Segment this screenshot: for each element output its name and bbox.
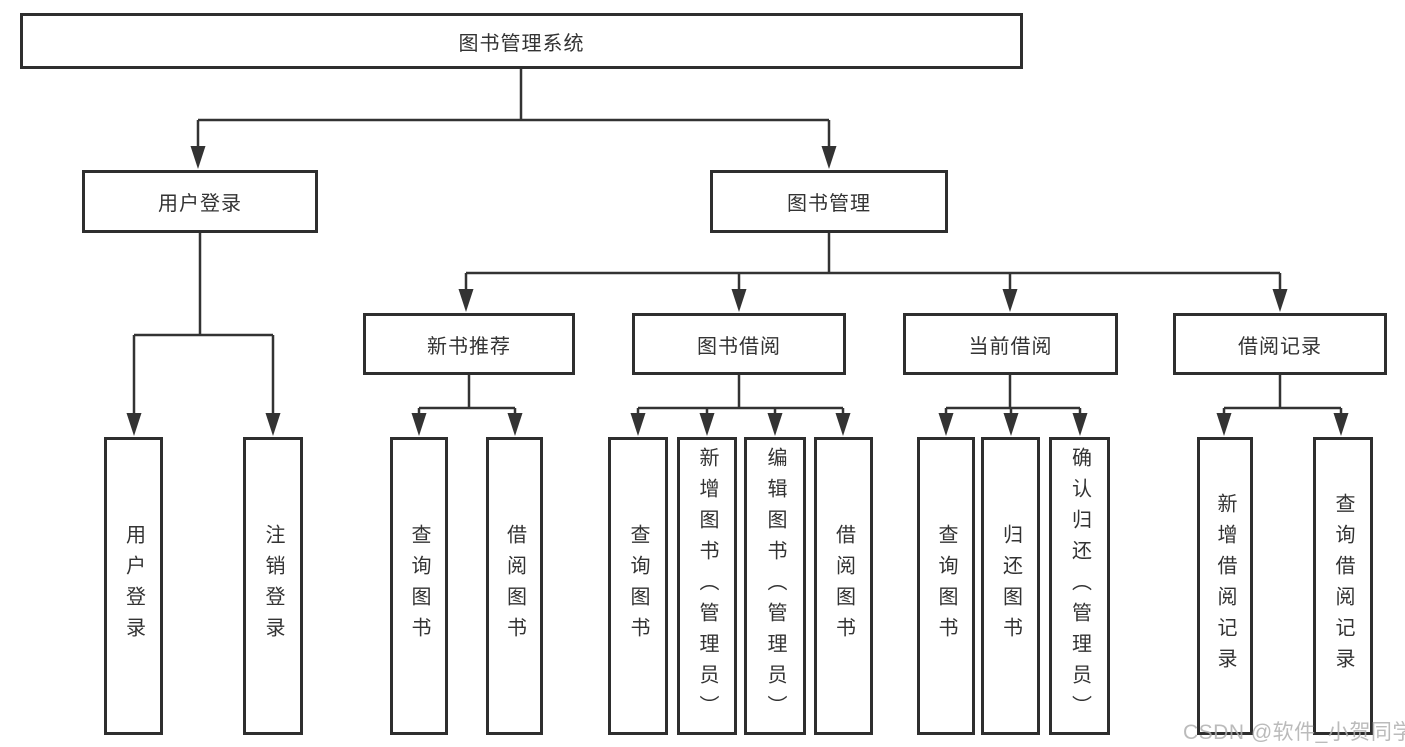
arrowheads xyxy=(126,146,1349,436)
leaf-borrow-books-label: 借阅图书 xyxy=(832,524,855,648)
node-borrow-records-label: 借阅记录 xyxy=(1238,335,1322,358)
leaf-edit-books-admin: 编辑图书（管理员） xyxy=(744,437,806,735)
leaf-confirm-return-admin-label: 确认归还（管理员） xyxy=(1068,446,1091,726)
leaf-return-books-label: 归还图书 xyxy=(999,524,1022,648)
csdn-watermark: CSDN @软件_小贺同学 xyxy=(1183,721,1405,744)
leaf-query-books-current-label: 查询图书 xyxy=(935,524,957,648)
leaf-edit-books-admin-label: 编辑图书（管理员） xyxy=(764,446,786,726)
leaf-add-books-admin-label: 新增图书（管理员） xyxy=(696,446,718,726)
leaf-borrow-books-recommend: 借阅图书 xyxy=(486,437,543,735)
leaf-logout-label: 注销登录 xyxy=(262,524,284,648)
node-new-book-recommend: 新书推荐 xyxy=(363,313,575,375)
leaf-logout: 注销登录 xyxy=(243,437,303,735)
leaf-confirm-return-admin: 确认归还（管理员） xyxy=(1049,437,1110,735)
leaf-add-borrow-record: 新增借阅记录 xyxy=(1197,437,1253,735)
node-book-borrow-label: 图书借阅 xyxy=(697,335,781,358)
node-book-management-label: 图书管理 xyxy=(787,193,871,215)
leaf-add-borrow-record-label: 新增借阅记录 xyxy=(1214,493,1236,679)
leaf-return-books: 归还图书 xyxy=(981,437,1040,735)
leaf-query-books-borrow: 查询图书 xyxy=(608,437,668,735)
node-current-borrow: 当前借阅 xyxy=(903,313,1118,375)
node-borrow-records: 借阅记录 xyxy=(1173,313,1387,375)
leaf-query-books-current: 查询图书 xyxy=(917,437,975,735)
leaf-query-borrow-record: 查询借阅记录 xyxy=(1313,437,1373,735)
node-current-borrow-label: 当前借阅 xyxy=(968,335,1053,358)
node-new-book-recommend-label: 新书推荐 xyxy=(427,335,511,358)
leaf-query-books-recommend-label: 查询图书 xyxy=(408,524,430,648)
leaf-borrow-books-recommend-label: 借阅图书 xyxy=(503,524,526,648)
node-book-management: 图书管理 xyxy=(710,170,948,233)
node-root-label: 图书管理系统 xyxy=(458,32,585,55)
leaf-borrow-books: 借阅图书 xyxy=(814,437,873,735)
node-root: 图书管理系统 xyxy=(20,13,1023,69)
node-user-login-label: 用户登录 xyxy=(158,193,242,215)
connector-paths xyxy=(132,69,1343,414)
leaf-query-borrow-record-label: 查询借阅记录 xyxy=(1332,493,1354,679)
node-user-login: 用户登录 xyxy=(82,170,318,233)
leaf-query-books-borrow-label: 查询图书 xyxy=(627,524,649,648)
node-book-borrow: 图书借阅 xyxy=(632,313,846,375)
leaf-query-books-recommend: 查询图书 xyxy=(390,437,448,735)
leaf-user-login: 用户登录 xyxy=(104,437,163,735)
leaf-user-login-label: 用户登录 xyxy=(122,524,145,648)
leaf-add-books-admin: 新增图书（管理员） xyxy=(677,437,737,735)
